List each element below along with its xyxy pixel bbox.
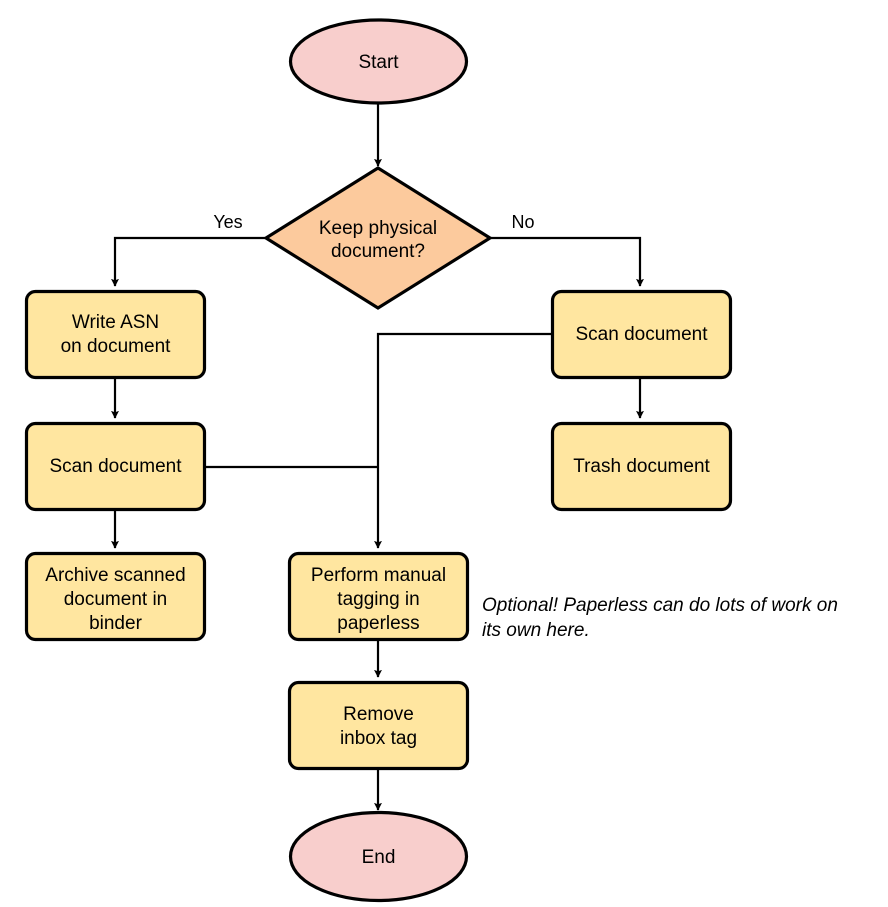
node-write-asn-label-line1: Write ASN [72,312,159,333]
node-end[interactable]: End [288,810,469,903]
node-remove-inbox-tag[interactable]: Remove inbox tag [287,680,470,771]
node-scan-document-right[interactable]: Scan document [550,289,733,380]
node-decision-label-line1: Keep physical [319,218,437,239]
node-decision-label-line2: document? [331,241,425,262]
node-archive-label-line2: document in [64,589,168,610]
node-scan-document-right-label: Scan document [575,324,708,345]
node-decision-keep-physical-document[interactable]: Keep physical document? [262,166,494,310]
node-tagging-label-line2: tagging in [337,589,419,610]
node-archive-label-line3: binder [89,613,142,634]
annotation-optional-note: Optional! Paperless can do lots of work … [482,595,838,641]
node-trash-document[interactable]: Trash document [550,421,733,512]
node-start[interactable]: Start [288,18,469,105]
node-archive-scanned-document[interactable]: Archive scanned document in binder [24,551,207,642]
node-tagging-label-line3: paperless [337,613,419,634]
node-scan-document-left[interactable]: Scan document [24,421,207,512]
node-write-asn-on-document[interactable]: Write ASN on document [24,289,207,380]
node-remove-inbox-label-line2: inbox tag [340,728,417,749]
node-scan-document-left-label: Scan document [49,456,182,477]
connector-yes-to-write-asn [111,236,265,287]
connector-scan-right-to-tagging [374,332,552,549]
node-archive-label-line1: Archive scanned [45,565,185,586]
node-start-label: Start [358,52,399,73]
edge-label-yes: Yes [213,212,242,232]
node-end-label: End [362,847,396,868]
edge-label-no: No [511,212,534,232]
node-trash-document-label: Trash document [573,456,710,477]
annotation-line2: its own here. [482,620,590,641]
node-remove-inbox-label-line1: Remove [343,704,414,725]
node-write-asn-label-line2: on document [61,336,172,357]
node-tagging-label-line1: Perform manual [311,565,446,586]
annotation-line1: Optional! Paperless can do lots of work … [482,595,838,616]
connector-no-to-scan-right [490,236,644,287]
node-perform-manual-tagging[interactable]: Perform manual tagging in paperless [287,551,470,642]
